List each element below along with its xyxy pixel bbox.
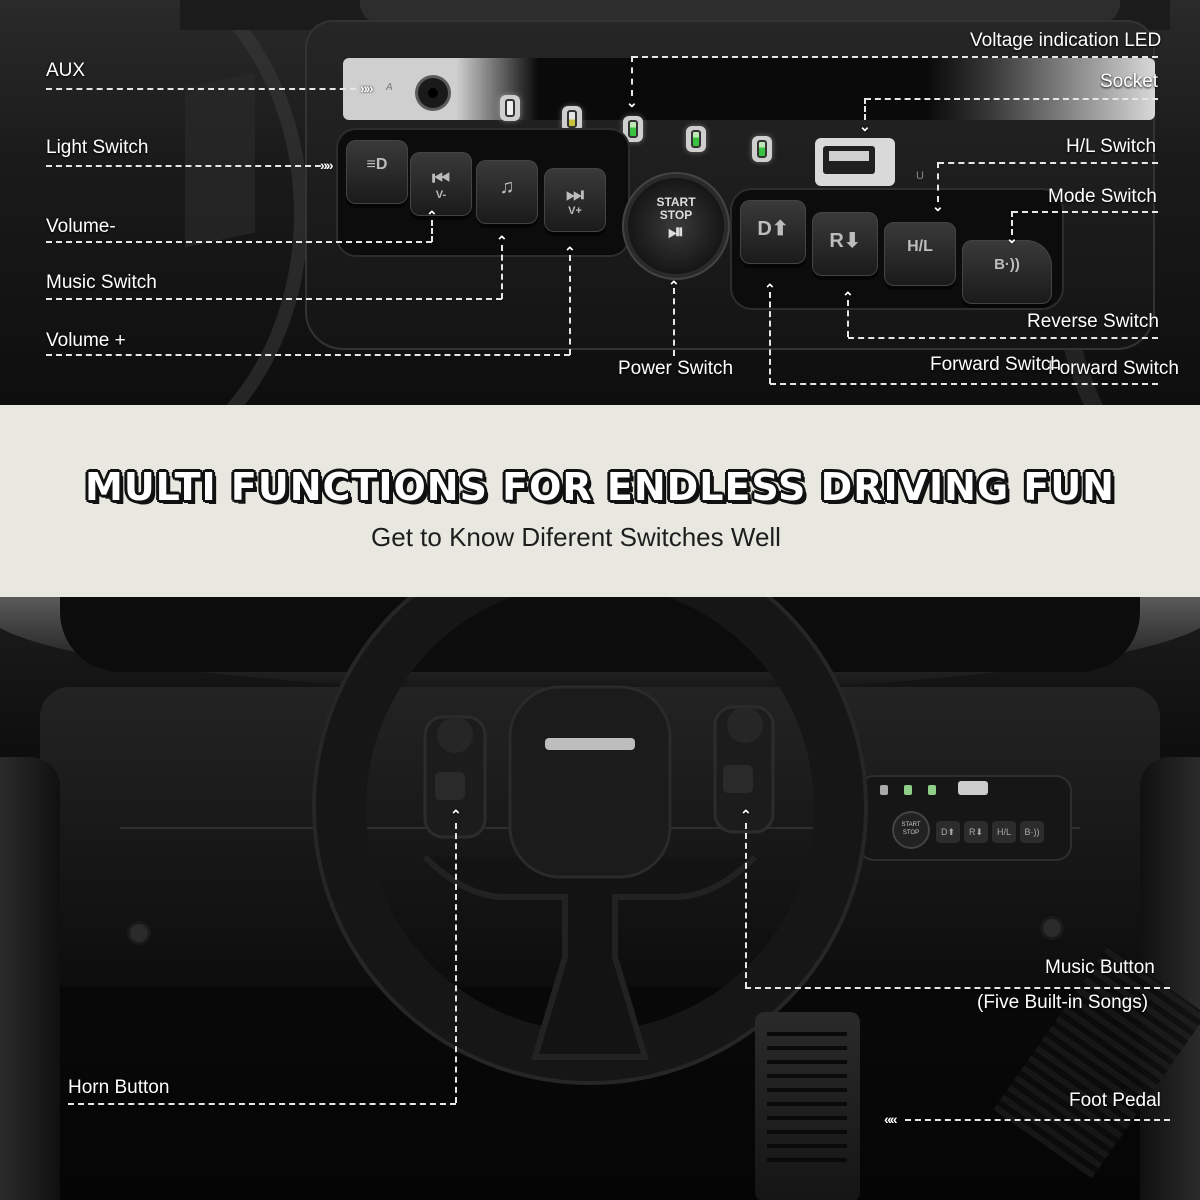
volume-plus-button[interactable]: ⏭V+: [544, 168, 606, 232]
label-music-switch: Music Switch: [46, 272, 157, 293]
steering-wheel[interactable]: [305, 597, 875, 1097]
bolt-icon: [130, 924, 148, 942]
next-icon: ⏭: [566, 184, 584, 206]
label-music-button-note: (Five Built-in Songs): [977, 992, 1149, 1013]
aux-jack[interactable]: [418, 78, 448, 108]
voltage-led-5: [752, 136, 772, 162]
chevron-up-icon: ⌃: [564, 244, 576, 260]
chevron-down-icon: ⌄: [1006, 230, 1018, 246]
music-note-icon: ♫: [499, 176, 515, 198]
chevron-down-icon: ⌄: [859, 118, 871, 134]
label-hl-switch: H/L Switch: [1066, 136, 1157, 157]
label-power-switch: Power Switch: [618, 358, 734, 379]
bolt-icon: [1043, 919, 1061, 937]
music-switch-button[interactable]: ♫: [476, 160, 538, 224]
subheadline: Get to Know Diferent Switches Well: [371, 522, 781, 552]
reverse-switch-button[interactable]: R⬇: [812, 212, 878, 276]
label-reverse-switch: Reverse Switch: [1027, 311, 1159, 332]
usb-socket[interactable]: [815, 138, 895, 186]
label-light-switch: Light Switch: [46, 137, 149, 158]
voltage-led-2: [562, 106, 582, 132]
chevron-up-icon: ⌃: [496, 233, 508, 249]
chevron-up-icon: ⌃: [740, 807, 752, 823]
start-text: START: [656, 195, 696, 209]
volume-minus-button[interactable]: ⏮V-: [410, 152, 472, 216]
mode-switch-button[interactable]: B·)): [962, 240, 1052, 304]
wheel-badge: [545, 738, 635, 750]
power-switch-button[interactable]: START STOP ⏯: [628, 178, 724, 274]
label-volume-plus: Volume +: [46, 330, 126, 351]
chevron-right-icon: »»: [320, 157, 334, 173]
music-button: [723, 765, 753, 793]
voltage-led-3: [623, 116, 643, 142]
console-top-strip: [343, 58, 1155, 120]
label-forward-switch-behind: Forward Switch: [1048, 358, 1179, 379]
forward-switch-button[interactable]: D⬆: [740, 200, 806, 264]
usb-letter: U: [916, 170, 924, 182]
chevron-up-icon: ⌃: [764, 281, 776, 297]
console-photo: A U ≡D ⏮V- ♫ ⏭V+ START STOP ⏯ D⬆ R⬇ H/L …: [0, 0, 1200, 405]
voltage-led-1: [500, 95, 520, 121]
label-foot-pedal: Foot Pedal: [1069, 1090, 1161, 1111]
previous-icon: ⏮: [432, 168, 450, 190]
title-band: [0, 405, 1200, 597]
chevron-up-icon: ⌃: [842, 289, 854, 305]
stop-text: STOP: [659, 208, 693, 222]
label-music-button: Music Button: [1045, 957, 1155, 978]
hl-switch-button[interactable]: H/L: [884, 222, 956, 286]
chevron-up-icon: ⌃: [450, 807, 462, 823]
label-volume-minus: Volume-: [46, 216, 116, 237]
mini-usb: [958, 781, 988, 795]
chevron-up-icon: ⌃: [668, 278, 680, 294]
chevron-left-icon: ««: [884, 1111, 898, 1127]
label-voltage-led: Voltage indication LED: [970, 30, 1162, 51]
label-socket: Socket: [1100, 71, 1159, 92]
label-aux: AUX: [46, 60, 86, 81]
foot-pedal[interactable]: [755, 1012, 860, 1200]
aux-letter: A: [386, 82, 393, 93]
horn-button: [435, 772, 465, 800]
headline: MULTI FUNCTIONS FOR ENDLESS DRIVING FUN: [85, 465, 1115, 509]
light-switch-button[interactable]: ≡D: [346, 140, 408, 204]
chevron-up-icon: ⌃: [426, 208, 438, 224]
label-mode-switch: Mode Switch: [1048, 186, 1157, 207]
light-icon: ≡D: [366, 156, 388, 173]
chevron-down-icon: ⌄: [626, 94, 638, 110]
play-pause-icon: ⏯: [668, 221, 684, 243]
chevron-down-icon: ⌄: [932, 198, 944, 214]
voltage-led-4: [686, 126, 706, 152]
label-forward-switch: Forward Switch: [930, 354, 1061, 375]
label-horn-button: Horn Button: [68, 1077, 170, 1098]
chevron-right-icon: »»: [360, 80, 374, 96]
